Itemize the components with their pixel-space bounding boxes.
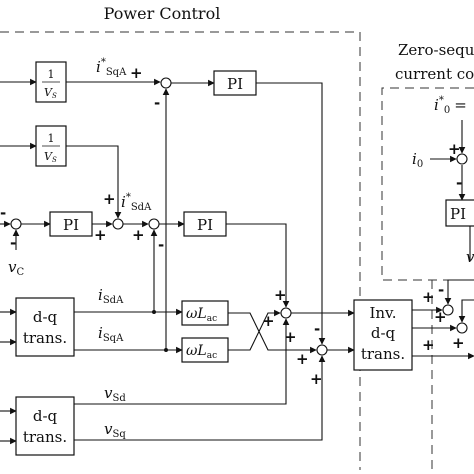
sum-out-a [442, 304, 454, 316]
svg-text:+: + [296, 350, 309, 368]
inv-vs-mid-num: 1 [48, 132, 55, 145]
svg-text:+: + [132, 226, 145, 244]
wires [0, 78, 474, 445]
svg-text:trans.: trans. [361, 345, 405, 363]
svg-text:Inv.: Inv. [369, 304, 396, 322]
svg-text:+: + [274, 286, 287, 304]
sum-q [160, 77, 172, 89]
sum-d [148, 218, 160, 230]
sum-out-b [456, 322, 468, 334]
label-i0: i0 [412, 150, 423, 170]
svg-text:+: + [422, 288, 435, 306]
svg-text:PI: PI [450, 205, 466, 223]
sum-dref [112, 218, 124, 230]
label-v-sd: vSd [104, 384, 126, 404]
inv-vs-block-top: 1 VS [35, 61, 67, 103]
label-i-sda: iSdA [98, 286, 124, 306]
svg-text:d-q: d-q [33, 308, 58, 326]
omega-l-block-bot: ωLac [181, 337, 229, 363]
inv-vs-top-num: 1 [48, 68, 55, 81]
inv-vs-block-mid: 1 VS [35, 125, 67, 167]
label-i-sqa-ref: i*SqA [96, 57, 127, 78]
label-v-partial: v [466, 248, 474, 266]
svg-text:-: - [314, 320, 320, 338]
svg-text:+: + [434, 308, 447, 326]
power-control-title: Power Control [104, 4, 221, 23]
svg-text:-: - [10, 234, 16, 252]
svg-text:PI: PI [63, 216, 79, 234]
svg-text:+: + [284, 328, 297, 346]
label-i0-ref: i*0= [434, 95, 467, 116]
dq-trans-block-2: d-q trans. [15, 396, 75, 456]
svg-text:+: + [452, 334, 465, 352]
svg-text:PI: PI [197, 216, 213, 234]
pi-zero-block: PI [445, 199, 474, 227]
svg-text:PI: PI [227, 75, 243, 93]
omega-l-block-top: ωLac [181, 300, 229, 326]
svg-text:+: + [103, 190, 116, 208]
svg-text:-: - [158, 236, 164, 254]
label-v-sq: vSq [104, 420, 126, 440]
svg-text:+: + [262, 312, 275, 330]
zero-sequence-title-line2: current co [395, 65, 474, 83]
pi-v-block: PI [49, 211, 93, 237]
sign-markers: + - - - + + + - + + + - + + + + - + + + … [0, 64, 465, 388]
svg-text:+: + [310, 370, 323, 388]
sum-vq [316, 344, 328, 356]
svg-text:trans.: trans. [23, 428, 67, 446]
sum-v [10, 218, 22, 230]
svg-text:d-q: d-q [371, 324, 396, 342]
svg-text:ωLac: ωLac [186, 306, 217, 324]
pi-q-block: PI [213, 70, 257, 96]
svg-text:ωLac: ωLac [186, 343, 217, 361]
pi-d-block: PI [183, 211, 227, 237]
label-v-c: vC [8, 258, 24, 278]
svg-text:-: - [438, 281, 444, 299]
label-i-sqa: iSqA [98, 324, 124, 344]
svg-text:d-q: d-q [33, 407, 58, 425]
zero-sequence-title-line1: Zero-seque [398, 41, 474, 59]
svg-text:-: - [154, 94, 160, 112]
sum-vd [280, 307, 292, 319]
svg-text:+: + [130, 64, 143, 82]
inv-vs-mid-den: VS [44, 150, 57, 164]
zero-sequence-region [381, 87, 474, 474]
svg-text:+: + [422, 336, 435, 354]
inv-dq-trans-block: Inv. d-q trans. [353, 299, 413, 371]
inv-vs-top-den: VS [44, 86, 57, 100]
sum-zero [456, 153, 468, 165]
svg-text:+: + [448, 140, 461, 158]
label-i-sda-ref: i*SdA [121, 192, 152, 213]
svg-text:+: + [94, 226, 107, 244]
svg-text:trans.: trans. [23, 329, 67, 347]
dq-trans-block-1: d-q trans. [15, 297, 75, 357]
svg-text:-: - [0, 204, 6, 222]
svg-text:-: - [456, 174, 462, 192]
